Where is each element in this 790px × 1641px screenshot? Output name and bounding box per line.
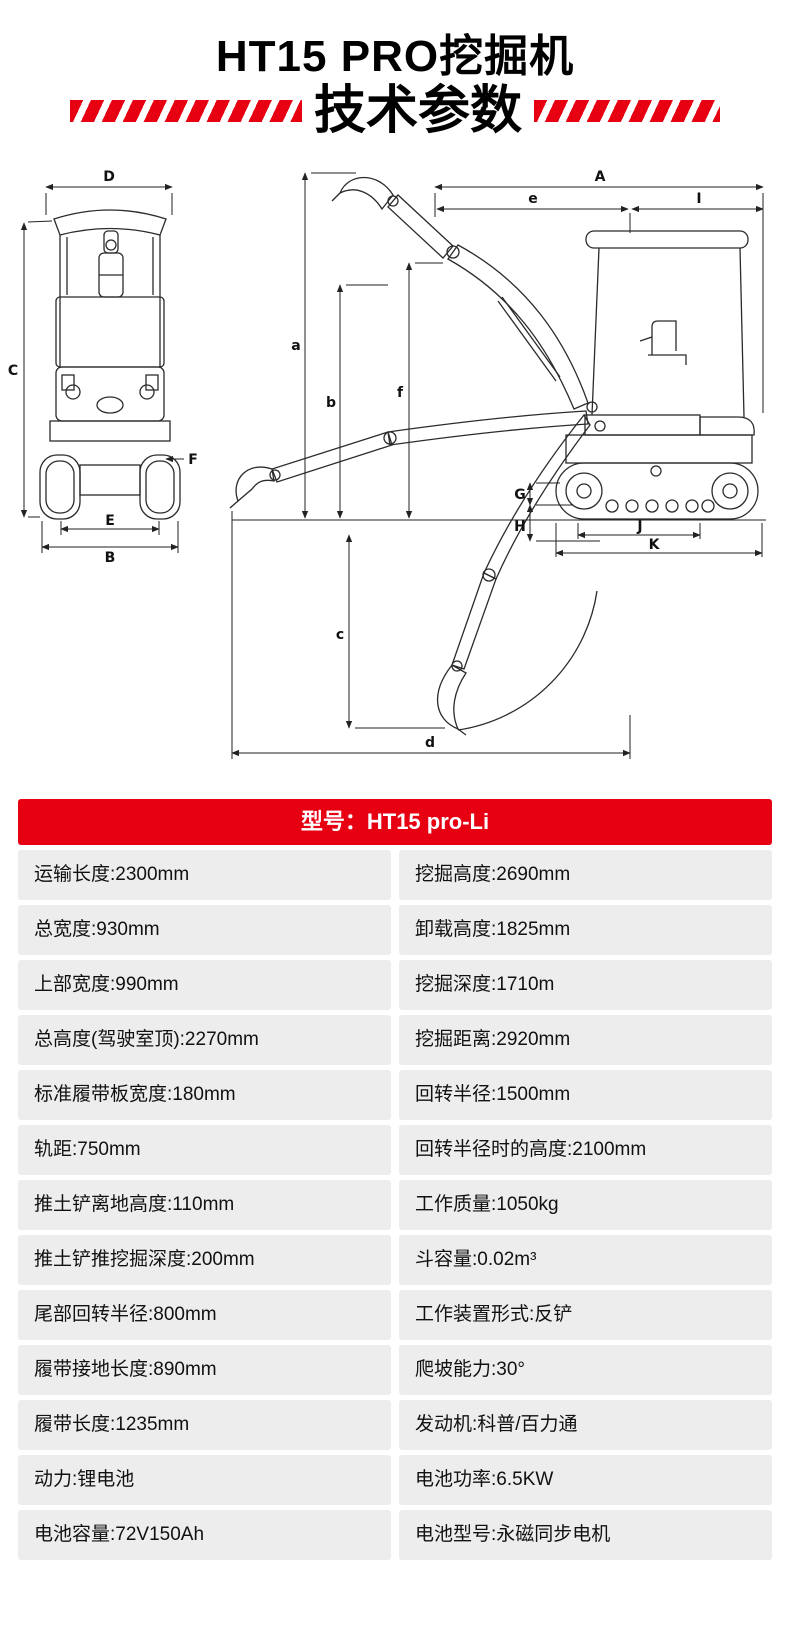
dim-label-A: A xyxy=(595,169,606,185)
spec-cell: 上部宽度:990mm xyxy=(18,959,391,1010)
spec-cell: 挖掘高度:2690mm xyxy=(399,849,772,900)
dimension-lines xyxy=(20,171,766,759)
dim-label-b: b xyxy=(326,395,336,411)
dim-label-F: F xyxy=(188,452,198,468)
spec-cell: 标准履带板宽度:180mm xyxy=(18,1069,391,1120)
spec-cell: 总高度(驾驶室顶):2270mm xyxy=(18,1014,391,1065)
dim-label-a: a xyxy=(291,338,300,354)
spec-cell: 推土铲离地高度:110mm xyxy=(18,1179,391,1230)
excavator-diagram-svg: D C F E B A e I a b f c G H J K d xyxy=(8,169,766,759)
dim-label-B: B xyxy=(105,550,116,566)
spec-cell: 轨距:750mm xyxy=(18,1124,391,1175)
side-view-drawing xyxy=(229,176,759,736)
spec-cell: 挖掘距离:2920mm xyxy=(399,1014,772,1065)
dim-label-H: H xyxy=(514,519,526,535)
spec-cell: 发动机:科普/百力通 xyxy=(399,1399,772,1450)
dim-label-C: C xyxy=(8,363,18,379)
spec-cell: 运输长度:2300mm xyxy=(18,849,391,900)
dim-label-I: I xyxy=(696,191,701,207)
dim-label-e: e xyxy=(528,191,538,207)
spec-cell: 回转半径:1500mm xyxy=(399,1069,772,1120)
spec-cell: 推土铲推挖掘深度:200mm xyxy=(18,1234,391,1285)
spec-cell: 电池容量:72V150Ah xyxy=(18,1509,391,1560)
spec-cell: 动力:锂电池 xyxy=(18,1454,391,1505)
left-stripes-decoration xyxy=(69,99,302,122)
model-header: 型号：HT15 pro-Li xyxy=(18,798,772,845)
spec-cell: 斗容量:0.02m³ xyxy=(399,1234,772,1285)
dimension-labels: D C F E B A e I a b f c G H J K d xyxy=(8,169,702,751)
subtitle-row: 技术参数 xyxy=(0,85,790,137)
dim-label-D: D xyxy=(103,169,115,185)
spec-cell: 尾部回转半径:800mm xyxy=(18,1289,391,1340)
dim-label-E: E xyxy=(105,513,115,529)
dim-label-G: G xyxy=(514,487,526,503)
spec-cell: 总宽度:930mm xyxy=(18,904,391,955)
spec-cell: 工作质量:1050kg xyxy=(399,1179,772,1230)
dim-label-d: d xyxy=(425,735,435,751)
page-title: HT15 PRO挖掘机 xyxy=(215,32,575,81)
dim-label-J: J xyxy=(636,519,642,535)
front-view-drawing xyxy=(39,209,181,520)
spec-cell: 工作装置形式:反铲 xyxy=(399,1289,772,1340)
dim-label-f: f xyxy=(397,385,404,401)
page-subtitle: 技术参数 xyxy=(313,81,522,140)
spec-cell: 卸载高度:1825mm xyxy=(399,904,772,955)
dim-label-K: K xyxy=(649,537,661,553)
header: HT15 PRO挖掘机 技术参数 xyxy=(0,0,790,137)
dim-label-c: c xyxy=(336,627,344,643)
spec-cell: 电池功率:6.5KW xyxy=(399,1454,772,1505)
spec-cell: 电池型号:永磁同步电机 xyxy=(399,1509,772,1560)
excavator-dimension-diagram: D C F E B A e I a b f c G H J K d xyxy=(0,145,790,785)
spec-cell: 挖掘深度:1710m xyxy=(399,959,772,1010)
spec-cell: 履带接地长度:890mm xyxy=(18,1344,391,1395)
spec-cell: 回转半径时的高度:2100mm xyxy=(399,1124,772,1175)
spec-cell: 履带长度:1235mm xyxy=(18,1399,391,1450)
right-stripes-decoration xyxy=(534,99,720,122)
spec-cell: 爬坡能力:30° xyxy=(399,1344,772,1395)
